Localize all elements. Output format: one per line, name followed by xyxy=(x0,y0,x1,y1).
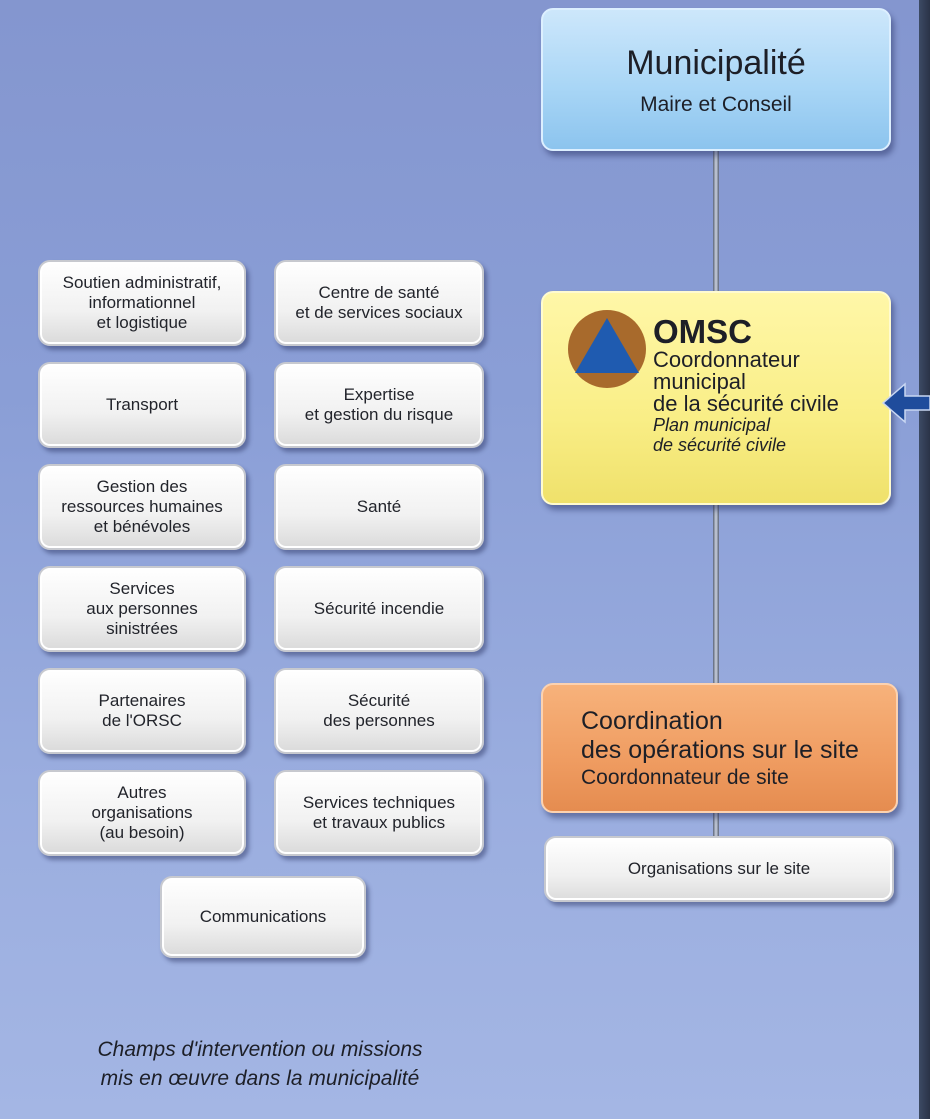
municipality-title: Municipalité xyxy=(626,43,806,82)
mission-box-sante: Santé xyxy=(274,464,484,550)
mission-line: (au besoin) xyxy=(99,823,185,842)
mission-line: et travaux publics xyxy=(312,813,446,832)
mission-line: et logistique xyxy=(96,313,188,332)
site-organisations-box: Organisations sur le site xyxy=(544,836,894,902)
mission-box-securite-incendie: Sécurité incendie xyxy=(274,566,484,652)
site-coordination-box: Coordination des opérations sur le site … xyxy=(541,683,898,813)
mission-line: Centre de santé xyxy=(318,283,440,302)
mission-line: sinistrées xyxy=(106,619,178,638)
mission-line: informationnel xyxy=(88,293,196,312)
omsc-plan-line1: Plan municipal xyxy=(653,415,771,435)
mission-line: Expertise xyxy=(343,385,415,404)
mission-box-transport: Transport xyxy=(38,362,246,448)
mission-box-expertise-risque: Expertise et gestion du risque xyxy=(274,362,484,448)
right-edge-strip xyxy=(919,0,930,1119)
mission-line: Partenaires xyxy=(98,691,186,710)
site-coordination-title-line1: Coordination xyxy=(581,707,723,735)
mission-line: de l'ORSC xyxy=(102,711,182,730)
municipality-box: Municipalité Maire et Conseil xyxy=(541,8,891,151)
omsc-role-line1: Coordonnateur xyxy=(653,347,800,372)
mission-line: ressources humaines xyxy=(61,497,223,516)
municipality-subtitle: Maire et Conseil xyxy=(640,92,792,116)
site-coordination-title-line2: des opérations sur le site xyxy=(581,736,859,764)
mission-box-soutien: Soutien administratif, informationnel et… xyxy=(38,260,246,346)
civil-protection-triangle-icon xyxy=(568,310,646,388)
diagram-caption: Champs d'intervention ou missions mis en… xyxy=(0,1035,520,1093)
caption-line2: mis en œuvre dans la municipalité xyxy=(100,1067,420,1090)
mission-line: Sécurité xyxy=(347,691,411,710)
mission-line: et de services sociaux xyxy=(295,303,463,322)
omsc-role-line3: de la sécurité civile xyxy=(653,391,839,416)
mission-box-ressources-humaines: Gestion des ressources humaines et bénév… xyxy=(38,464,246,550)
mission-box-services-techniques: Services techniques et travaux publics xyxy=(274,770,484,856)
omsc-acronym: OMSC xyxy=(653,313,752,350)
site-coordination-subtitle: Coordonnateur de site xyxy=(581,766,789,789)
mission-box-services-sinistrees: Services aux personnes sinistrées xyxy=(38,566,246,652)
arrow-left-icon xyxy=(881,382,930,424)
mission-line: Gestion des xyxy=(96,477,188,496)
mission-line: organisations xyxy=(91,803,193,822)
mission-line: et gestion du risque xyxy=(304,405,454,424)
site-organisations-label: Organisations sur le site xyxy=(627,859,811,878)
omsc-plan-line2: de sécurité civile xyxy=(653,435,787,455)
mission-line: Santé xyxy=(356,497,402,516)
omsc-text: OMSC Coordonnateur municipal de la sécur… xyxy=(653,313,839,456)
mission-box-communications: Communications xyxy=(160,876,366,958)
mission-box-partenaires-orsc: Partenaires de l'ORSC xyxy=(38,668,246,754)
mission-line: Sécurité incendie xyxy=(313,599,445,618)
mission-line: Services xyxy=(109,579,175,598)
site-coordination-text: Coordination des opérations sur le site … xyxy=(581,707,859,791)
mission-line: Services techniques xyxy=(302,793,456,812)
connector-municipality-omsc xyxy=(713,150,719,292)
omsc-role-line2: municipal xyxy=(653,369,746,394)
connector-omsc-coordination xyxy=(713,503,719,685)
mission-line: des personnes xyxy=(323,711,435,730)
mission-line: aux personnes xyxy=(86,599,198,618)
connector-coordination-site xyxy=(713,812,719,838)
mission-line: Communications xyxy=(199,907,327,926)
mission-line: et bénévoles xyxy=(93,517,191,536)
mission-box-centre-sante: Centre de santé et de services sociaux xyxy=(274,260,484,346)
mission-line: Autres xyxy=(117,783,167,802)
caption-line1: Champs d'intervention ou missions xyxy=(97,1038,423,1061)
mission-box-autres-organisations: Autres organisations (au besoin) xyxy=(38,770,246,856)
mission-line: Soutien administratif, xyxy=(62,273,222,292)
mission-box-securite-personnes: Sécurité des personnes xyxy=(274,668,484,754)
omsc-box: OMSC Coordonnateur municipal de la sécur… xyxy=(541,291,891,505)
mission-line: Transport xyxy=(105,395,179,414)
